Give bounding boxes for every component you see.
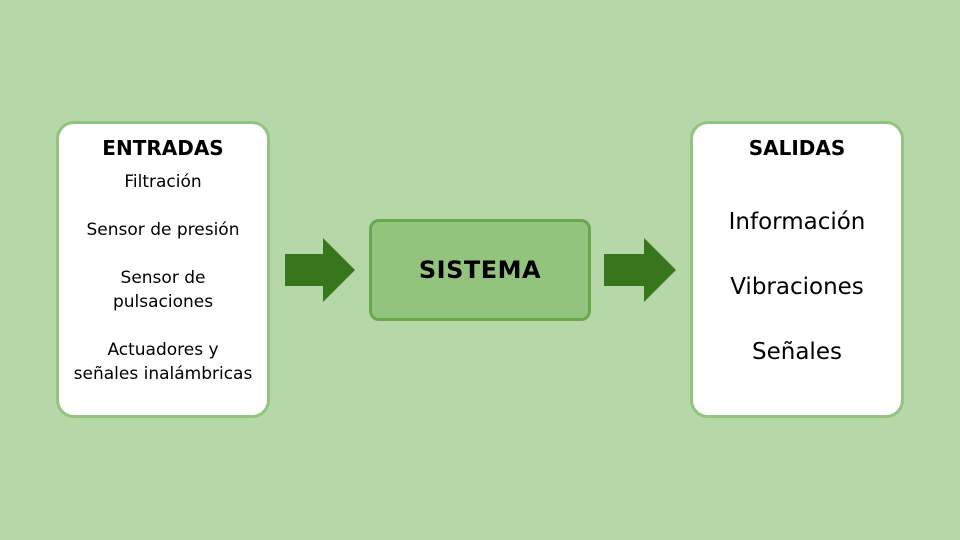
output-item-signals: Señales xyxy=(752,339,842,365)
inputs-title: ENTRADAS xyxy=(102,136,224,160)
input-item-actuators: Actuadores y señales inalámbricas xyxy=(73,340,253,384)
right-arrow-icon xyxy=(604,238,676,302)
outputs-title: SALIDAS xyxy=(748,136,846,160)
inputs-box: ENTRADAS Filtración Sensor de presión Se… xyxy=(56,121,270,418)
outputs-list: Información Vibraciones Señales xyxy=(699,208,895,366)
input-item-pressure-sensor: Sensor de presión xyxy=(86,220,240,240)
input-item-filtration: Filtración xyxy=(124,172,202,192)
input-item-pulse-sensor: Sensor de pulsaciones xyxy=(112,268,214,312)
output-item-vibrations: Vibraciones xyxy=(730,274,864,300)
arrow-shape xyxy=(285,238,355,302)
right-arrow-icon xyxy=(285,238,355,302)
inputs-list: Filtración Sensor de presión Sensor de p… xyxy=(73,170,253,386)
system-label: SISTEMA xyxy=(418,256,542,284)
outputs-box: SALIDAS Información Vibraciones Señales xyxy=(690,121,904,418)
arrow-shape xyxy=(604,238,676,302)
output-item-information: Información xyxy=(728,209,866,235)
system-box: SISTEMA xyxy=(369,219,591,321)
